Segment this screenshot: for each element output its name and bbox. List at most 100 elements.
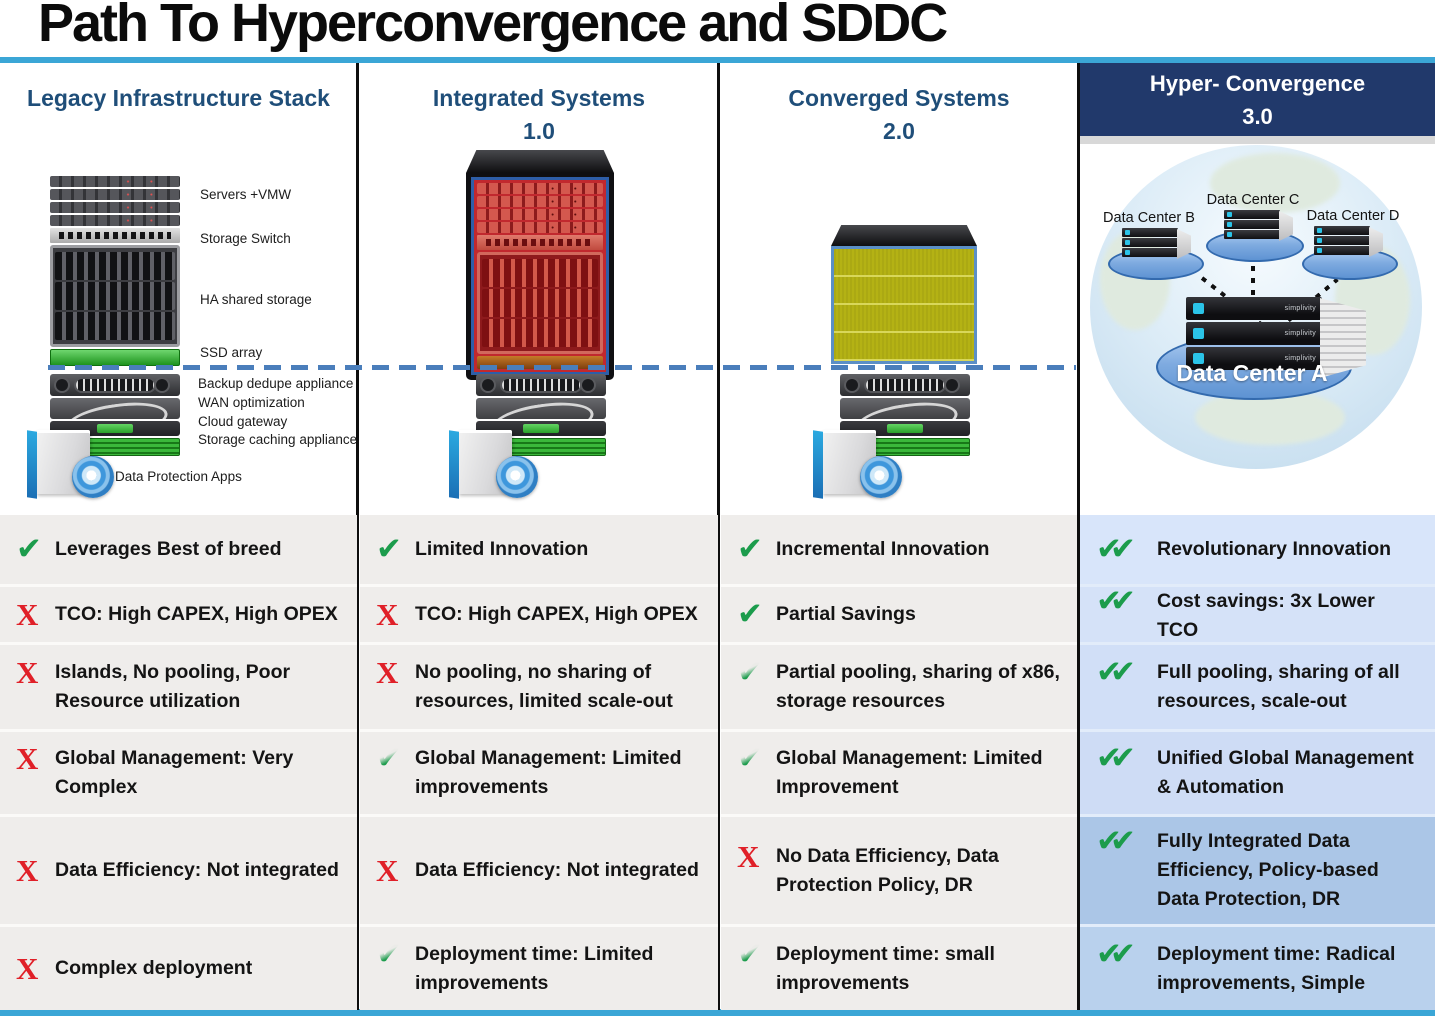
double-check-icon (1096, 827, 1148, 856)
integrated-cabinet (466, 150, 614, 380)
x-icon (376, 658, 406, 687)
feature-text: No Data Efficiency, Data Protection Poli… (776, 844, 999, 896)
stack-label: Cloud gateway (198, 414, 288, 429)
feature-row: Unified Global Management & Automation (1080, 729, 1435, 814)
legacy-feature-list: Leverages Best of breed TCO: High CAPEX,… (0, 515, 357, 1010)
server-unit (1224, 230, 1280, 239)
feature-row: Global Management: Very Complex (0, 729, 357, 814)
wan-optimization-appliance (50, 398, 180, 419)
double-check-icon (1096, 658, 1148, 687)
feature-text: Partial Savings (776, 603, 916, 625)
storage-shelf (482, 259, 598, 287)
storage-shelf (482, 319, 598, 347)
feature-row: TCO: High CAPEX, High OPEX (0, 584, 357, 642)
check-icon (376, 535, 406, 564)
datacenter-c-label: Data Center C (1206, 192, 1300, 208)
feature-row: Deployment time: Limited improvements (360, 924, 718, 1010)
stack-label: HA shared storage (200, 292, 312, 307)
double-check-icon (1096, 587, 1148, 616)
shared-storage-shelves (50, 245, 180, 347)
red-tinted-stack (471, 177, 609, 375)
wan-optimization-appliance (840, 398, 970, 419)
yellow-converged-block (831, 246, 977, 364)
server-side-panel (1320, 298, 1366, 378)
feature-text: Deployment time: small improvements (776, 942, 995, 994)
x-icon (16, 600, 46, 629)
datacenter-a-label: Data Center A (1176, 360, 1328, 386)
feature-row: Incremental Innovation (721, 515, 1077, 584)
feature-text: Complex deployment (55, 957, 253, 979)
server-unit (477, 209, 603, 220)
column-header-version: 3.0 (1242, 103, 1273, 129)
feature-row: Data Efficiency: Not integrated (0, 814, 357, 924)
feature-row: Complex deployment (0, 924, 357, 1010)
backup-dedupe-appliance (50, 374, 180, 396)
column-divider (356, 63, 359, 1010)
x-icon (376, 600, 406, 629)
feature-row: Data Efficiency: Not integrated (360, 814, 718, 924)
feature-text: Global Management: Limited improvements (415, 747, 682, 798)
column-header-hyperconvergence: Hyper- Convergence 3.0 (1080, 63, 1435, 136)
server-unit: simplivity (1186, 297, 1322, 320)
cabinet-body (466, 173, 614, 380)
stack-label: Storage caching appliance (198, 432, 358, 447)
stack-label: Data Protection Apps (115, 469, 242, 484)
feature-text: Revolutionary Innovation (1157, 538, 1392, 560)
ssd-array-bar (50, 349, 180, 366)
server-unit (1314, 226, 1370, 235)
server-unit (477, 222, 603, 233)
stack-label: WAN optimization (198, 395, 305, 410)
server-unit (50, 215, 180, 226)
column-divider (717, 63, 720, 1010)
server-unit: simplivity (1186, 322, 1322, 345)
converged-cabinet (831, 225, 977, 364)
feature-text: Fully Integrated Data Efficiency, Policy… (1157, 830, 1379, 910)
hyper-feature-list: Revolutionary Innovation Cost savings: 3… (1080, 515, 1435, 1010)
datacenter-d-server-stack (1314, 226, 1383, 257)
column-header-line1: Hyper- Convergence (1149, 70, 1366, 96)
storage-switch (477, 235, 603, 250)
datacenter-d-label: Data Center D (1306, 208, 1400, 224)
feature-row: Global Management: Limited improvements (360, 729, 718, 814)
feature-row: Deployment time: Radical improvements, S… (1080, 924, 1435, 1010)
server-unit (1314, 246, 1370, 255)
double-check-icon (1096, 744, 1148, 773)
feature-text: Partial pooling, sharing of x86, storage… (776, 661, 1060, 712)
x-icon (376, 856, 406, 885)
partial-check-icon (737, 940, 767, 969)
feature-text: Leverages Best of breed (55, 538, 282, 560)
feature-text: Deployment time: Radical improvements, S… (1157, 942, 1396, 994)
partial-check-icon (737, 744, 767, 773)
feature-row: Fully Integrated Data Efficiency, Policy… (1080, 814, 1435, 924)
cd-disc (860, 456, 902, 498)
feature-row: No Data Efficiency, Data Protection Poli… (721, 814, 1077, 924)
server-unit (50, 189, 180, 200)
x-icon (16, 856, 46, 885)
column-header-version: 2.0 (883, 118, 915, 145)
server-side-panel (1369, 227, 1383, 257)
server-brand-label: simplivity (1284, 305, 1316, 312)
bottom-accent-line (0, 1009, 1435, 1016)
column-header-integrated: Integrated Systems 1.0 (360, 82, 718, 149)
storage-shelf (55, 282, 175, 310)
server-unit (50, 202, 180, 213)
x-icon (737, 842, 767, 871)
storage-shelf (55, 312, 175, 340)
x-icon (16, 658, 46, 687)
dotted-link-c-to-a (1251, 254, 1255, 310)
server-unit (1122, 238, 1178, 247)
wan-optimization-appliance (476, 398, 606, 419)
partial-check-icon (737, 658, 767, 687)
check-icon (737, 600, 767, 629)
legacy-rack (50, 176, 180, 366)
feature-text: Cost savings: 3x Lower TCO (1157, 590, 1375, 641)
feature-text: Global Management: Limited Improvement (776, 747, 1043, 798)
cabinet-top (831, 225, 977, 246)
storage-shelf (482, 289, 598, 317)
x-icon (16, 744, 46, 773)
server-unit (477, 183, 603, 194)
stack-label: SSD array (200, 345, 263, 360)
partial-check-icon (376, 940, 406, 969)
datacenter-c-server-stack (1224, 210, 1293, 241)
feature-text: Global Management: Very Complex (55, 747, 294, 798)
